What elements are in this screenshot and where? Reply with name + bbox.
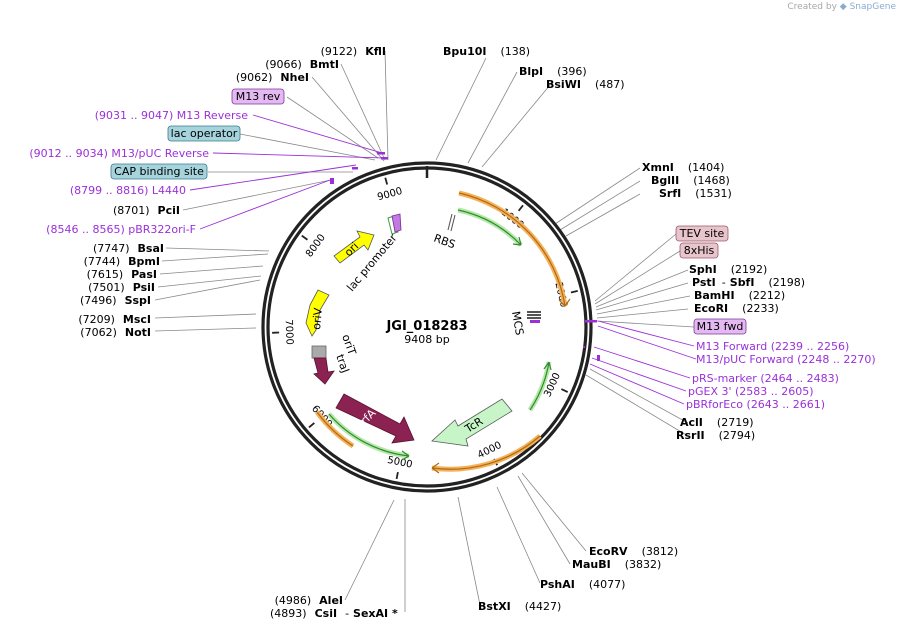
enzyme-labels: (9122)KflI (9066)BmtI (9062)NheI Bpu10I(… — [78, 45, 805, 620]
enzyme-csii: (4893)CsiI-SexAI * — [270, 607, 398, 620]
tick-6000 — [308, 422, 315, 429]
tick-2000 — [570, 290, 578, 294]
svg-text:M13 rev: M13 rev — [236, 90, 281, 103]
orf-arc-tcr-outer — [458, 190, 568, 307]
enzyme-maubi: MauBI(3832) — [572, 558, 661, 571]
rbs-label: RBS — [432, 232, 457, 252]
traj-label: traJ — [333, 353, 352, 375]
enzyme-ecori: EcoRI(2233) — [694, 302, 779, 315]
enzyme-nhei: (9062)NheI — [236, 71, 309, 84]
enzyme-bpu10i: Bpu10I(138) — [443, 45, 530, 58]
feature-tcr: TcR — [431, 398, 513, 447]
enzyme-blpi: BlpI(396) — [519, 65, 587, 78]
svg-text:M13 fwd: M13 fwd — [697, 320, 744, 333]
mcs-label: MCS — [509, 310, 526, 336]
enzyme-srfi: SrfI(1531) — [659, 187, 732, 200]
enzyme-bmti: (9066)BmtI — [265, 58, 339, 71]
primer-pbrforeco: pBRforEco (2643 .. 2661) — [686, 398, 825, 411]
enzyme-bsai: (7747)BsaI — [93, 242, 164, 255]
primer-marks — [330, 152, 600, 361]
boxed-labels: M13 rev lac operator CAP binding site TE… — [110, 88, 747, 335]
feature-mcs: MCS — [509, 310, 541, 336]
enzyme-sspi: (7496)SspI — [80, 294, 151, 307]
enzyme-noti: (7062)NotI — [80, 326, 151, 339]
orf-arc-tcr-outer-core — [458, 192, 566, 307]
box-lac-operator: lac operator — [167, 125, 241, 142]
box-m13-rev: M13 rev — [231, 88, 285, 105]
box-cap-binding-site: CAP binding site — [110, 163, 208, 180]
snapgene-watermark: Created by ◆ SnapGene — [787, 2, 896, 12]
tick-1000 — [517, 204, 524, 212]
svg-text:CAP binding site: CAP binding site — [114, 165, 204, 178]
primer-pgex-3: pGEX 3' (2583 .. 2605) — [688, 385, 814, 398]
tick-label-7000: 7000 — [283, 319, 295, 345]
svg-text:lac operator: lac operator — [171, 127, 238, 140]
enzyme-kfli: (9122)KflI — [321, 45, 386, 58]
primer-leader-lines — [189, 114, 697, 405]
tick-label-5000: 5000 — [386, 455, 413, 471]
svg-text:TEV site: TEV site — [679, 227, 725, 240]
primer-m13-forward: M13 Forward (2239 .. 2256) — [696, 340, 849, 353]
backbone-outer — [261, 161, 593, 493]
tick-label-9000: 9000 — [376, 186, 403, 203]
primer-labels: (9031 .. 9047) M13 Reverse (9012 .. 9034… — [29, 109, 875, 411]
enzyme-ecorv: EcoRV(3812) — [589, 545, 678, 558]
enzyme-psii: (7501)PsiI — [88, 281, 155, 294]
tick-5000 — [395, 471, 399, 480]
feature-trfa: trfA — [335, 393, 415, 444]
enzyme-bsiwi: BsiWI(487) — [546, 78, 625, 91]
feature-oriv: oriV — [305, 289, 330, 337]
primer-pbr322ori-f: (8546 .. 8565) pBR322ori-F — [46, 223, 196, 236]
primer-prs-marker: pRS-marker (2464 .. 2483) — [692, 372, 839, 385]
plasmid-size: 9408 bp — [404, 333, 449, 346]
enzyme-msci: (7209)MscI — [78, 313, 151, 326]
enzyme-alei: (4986)AleI — [275, 594, 343, 607]
tick-label-8000: 8000 — [304, 232, 328, 259]
enzyme-xmni: XmnI(1404) — [642, 161, 724, 174]
feature-traj: traJ — [313, 353, 352, 385]
box-8xhis: 8xHis — [679, 242, 719, 259]
tick-3000 — [560, 388, 569, 393]
leader-lines — [154, 50, 695, 612]
tick-9000 — [384, 177, 389, 185]
svg-text:8xHis: 8xHis — [684, 244, 715, 257]
box-m13-fwd: M13 fwd — [693, 318, 747, 335]
primer-l4440: (8799 .. 8816) L4440 — [70, 184, 186, 197]
box-tev-site: TEV site — [675, 225, 729, 242]
enzyme-bstxi: BstXI(4427) — [478, 600, 561, 613]
enzyme-bglii: BglII(1468) — [651, 174, 730, 187]
primer-m13-reverse: (9031 .. 9047) M13 Reverse — [95, 109, 248, 122]
orf-arcs — [314, 190, 571, 474]
feature-rbs: RBS — [432, 213, 457, 252]
feature-orit: oriT — [311, 333, 359, 359]
enzyme-pcii: (8701)PciI — [113, 204, 180, 217]
tick-8000 — [301, 234, 308, 241]
enzyme-bpmi: (7744)BpmI — [84, 255, 160, 268]
oriv-label: oriV — [310, 307, 325, 330]
enzyme-sphi: SphI(2192) — [689, 263, 767, 276]
enzyme-acli: AclI(2719) — [680, 416, 753, 429]
enzyme-pasi: (7615)PasI — [87, 268, 157, 281]
enzyme-bamhi: BamHI(2212) — [694, 289, 785, 302]
plasmid-name: JGI_018283 — [385, 319, 467, 334]
enzyme-rsrii: RsrII(2794) — [676, 429, 755, 442]
enzyme-psti: PstI-SbfI(2198) — [692, 276, 805, 289]
enzyme-pshai: PshAI(4077) — [540, 578, 625, 591]
primer-m13-puc-reverse: (9012 .. 9034) M13/pUC Reverse — [29, 147, 209, 160]
primer-m13-puc-forward: M13/pUC Forward (2248 .. 2270) — [696, 353, 876, 366]
